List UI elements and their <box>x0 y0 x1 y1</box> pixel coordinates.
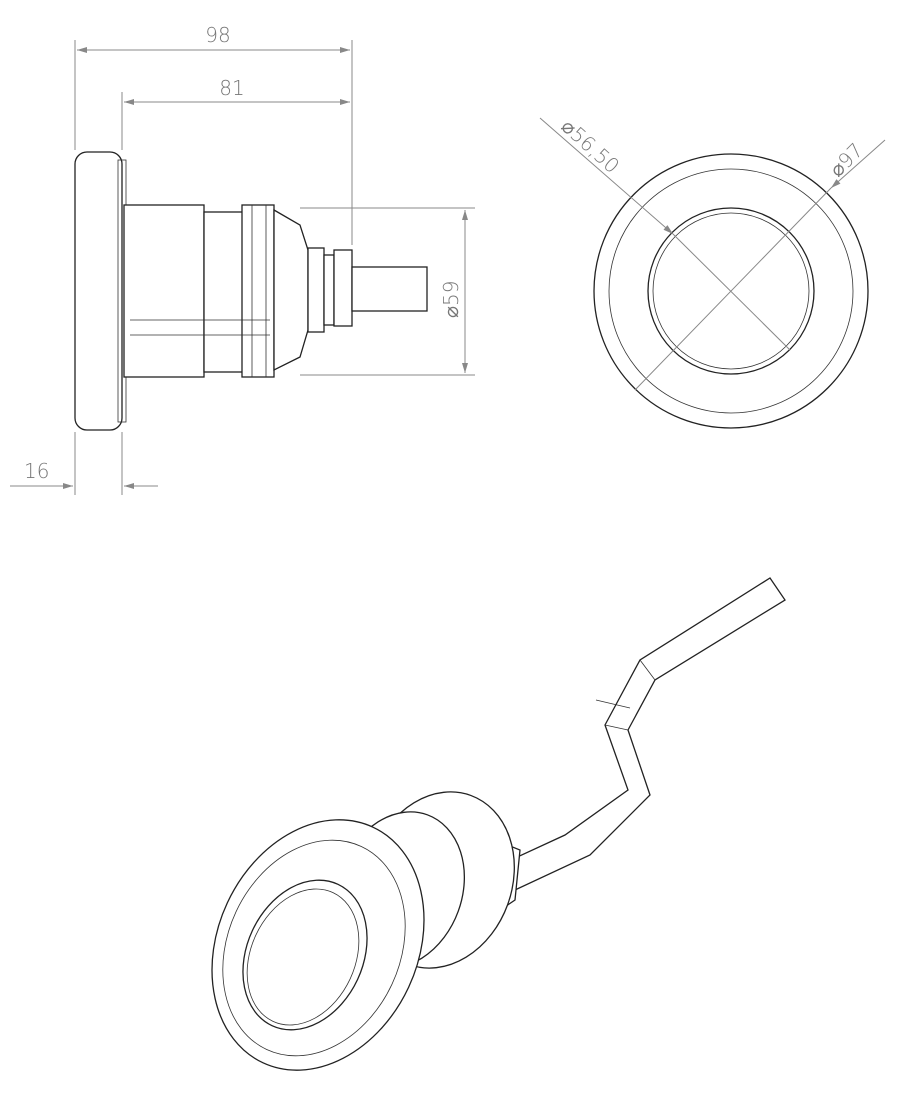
dim-flange-diameter: ⌀97 <box>825 138 868 181</box>
dim-body-length: 81 <box>219 76 244 100</box>
side-view: 98 81 ⌀59 16 <box>10 23 475 495</box>
dim-flange-thickness: 16 <box>24 459 49 483</box>
front-view: ⌀56,50 ⌀97 <box>539 114 886 429</box>
dim-overall-length: 98 <box>205 23 230 47</box>
dim-lens-diameter: ⌀56,50 <box>557 114 625 178</box>
dim-body-diameter: ⌀59 <box>439 281 463 319</box>
isometric-view <box>211 577 786 1071</box>
